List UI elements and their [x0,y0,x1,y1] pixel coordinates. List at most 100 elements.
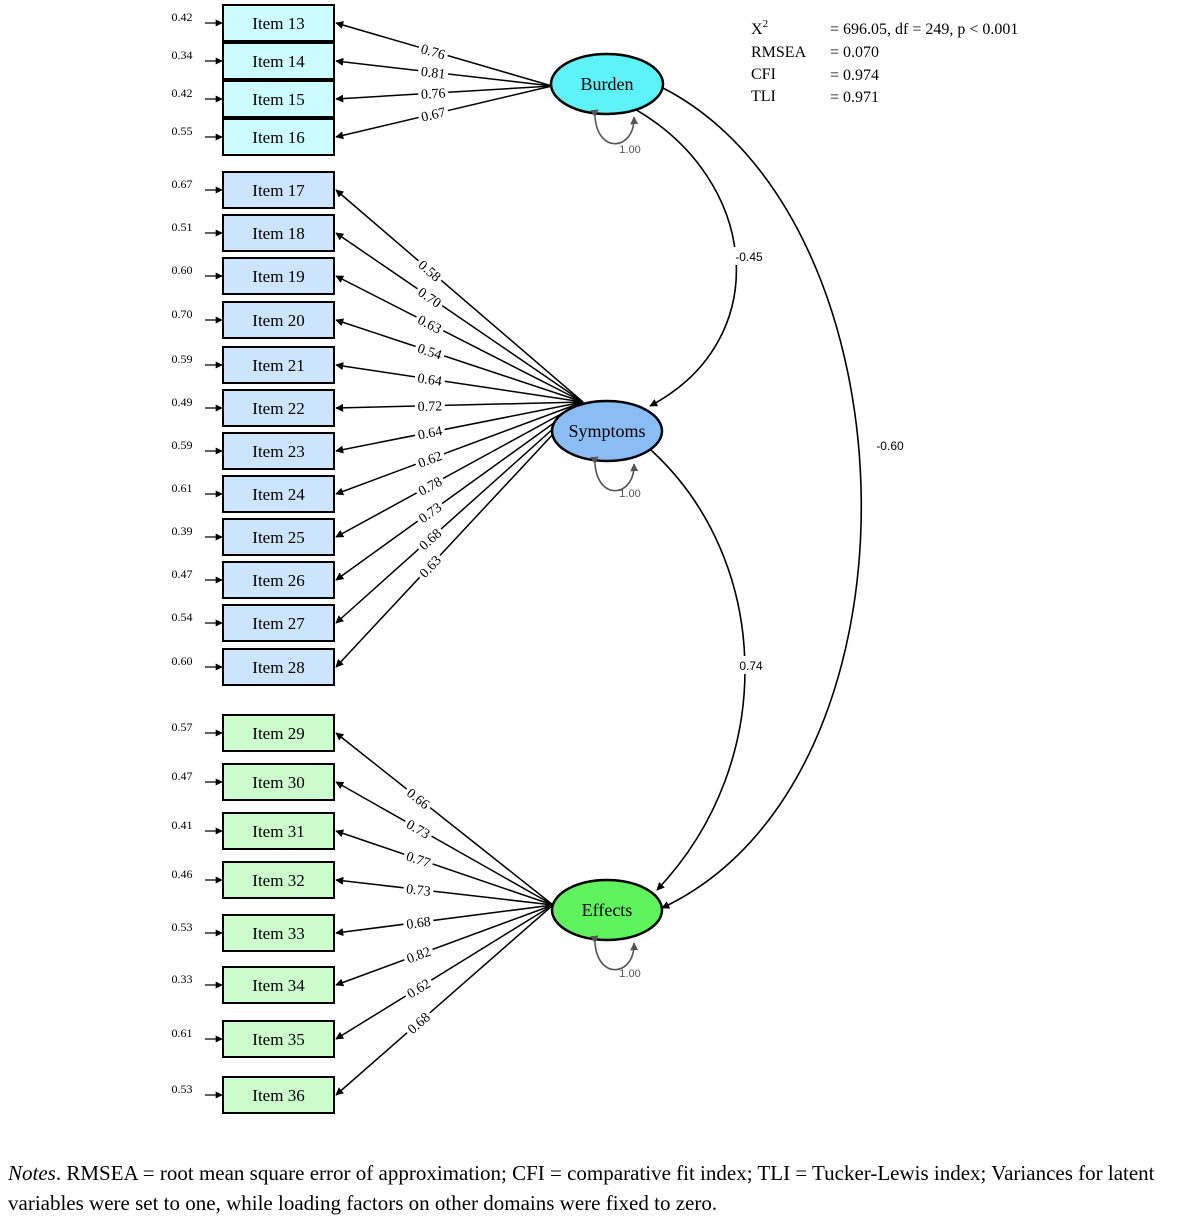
error-variance-label: 0.61 [172,481,193,495]
item-label: Item 33 [252,924,304,943]
variance-arc-symptoms [590,456,639,492]
item-item-33: 0.53 Item 33 [172,914,335,952]
error-variance-label: 0.67 [172,177,193,191]
item-item-21: 0.59 Item 21 [172,346,335,384]
covariance-arc-burden-effects [654,81,863,909]
fit-rmsea-value: = 0.070 [830,44,879,61]
error-variance-label: 0.61 [172,1026,193,1040]
item-box [222,648,335,686]
loading-label-group: 0.73 [402,879,435,900]
item-box [222,763,335,801]
item-label: Item 27 [252,614,305,633]
loading-label-group: 0.62 [401,973,435,1002]
loading-arrow [335,401,584,412]
loading-arrow [335,904,554,937]
variance-label-effects: 1.00 [619,968,640,980]
loading-label: 0.68 [406,915,432,933]
item-label: Item 15 [252,90,304,109]
error-variance-label: 0.42 [172,86,193,100]
loading-label: 0.62 [416,449,444,472]
loading-arrow [335,401,584,454]
error-variance-label: 0.55 [172,124,193,138]
covariance-label-burden-symptoms: -0.45 [735,250,763,264]
factor-covariances: -0.45 0.74 -0.60 [624,81,908,909]
item-box [222,42,335,80]
loading-arrow [335,318,584,403]
loading-label-group: 0.77 [402,846,436,872]
loading-label: 0.67 [420,105,447,125]
figure-notes: Notes. RMSEA = root mean square error of… [8,1158,1198,1218]
item-label: Item 34 [252,976,305,995]
error-variance-label: 0.53 [172,920,193,934]
variance-arc-burden [590,109,639,145]
notes-lead: Notes [8,1161,56,1185]
loading-label-group: 0.54 [413,338,447,364]
loading-label-group: 0.62 [413,446,447,472]
error-variance-label: 0.59 [172,352,193,366]
loading-arrow [335,189,584,403]
item-item-25: 0.39 Item 25 [172,518,335,556]
error-variance-label: 0.39 [172,524,193,538]
item-label: Item 21 [252,356,304,375]
loading-label-group: 0.72 [414,397,446,415]
item-label: Item 19 [252,267,304,286]
loading-arrow [335,401,584,624]
item-box [222,518,335,556]
item-label: Item 20 [252,311,304,330]
loading-arrow [335,781,554,906]
fit-rmsea-label: RMSEA [751,44,807,61]
loading-label-group: 0.68 [402,912,435,933]
item-item-16: 0.55 Item 16 [172,118,335,156]
item-label: Item 30 [252,773,304,792]
fit-chi-value: = 696.05, df = 249, p < 0.001 [830,21,1018,38]
loading-arrow [335,876,554,906]
item-box [222,966,335,1004]
item-label: Item 13 [252,14,304,33]
factor-label-symptoms: Symptoms [568,421,645,441]
loading-label-group: 0.66 [402,782,436,814]
covariance-label-symptoms-effects: 0.74 [739,659,763,673]
factor-effects: Effects 1.00 [550,878,664,980]
variance-label-symptoms: 1.00 [619,488,640,500]
item-label: Item 26 [252,571,304,590]
error-variance-label: 0.70 [172,307,193,321]
loading-arrow [335,401,584,496]
loading-label: 0.64 [417,424,444,443]
item-label: Item 16 [252,128,304,147]
fit-statistics: X2 = 696.05, df = 249, p < 0.001 RMSEA =… [751,18,1018,106]
loading-arrow [335,401,584,538]
loading-label-group: 0.78 [412,471,447,499]
item-label: Item 22 [252,399,304,418]
loading-label-group: 0.76 [416,39,450,63]
item-box [222,214,335,252]
item-box [222,80,335,118]
item-box [222,604,335,642]
item-box [222,346,335,384]
loading-label: 0.77 [404,849,432,871]
factor-label-burden: Burden [581,74,634,94]
item-box [222,714,335,752]
loading-arrow [335,232,584,403]
cfa-path-diagram: -0.45 0.74 -0.60 0.760.810.760.670.580.7… [172,4,1018,1114]
loading-label-group: 0.67 [416,102,450,126]
item-box [222,301,335,339]
item-label: Item 25 [252,528,304,547]
loading-label-group: 0.82 [401,941,435,968]
loading-label-group: 0.64 [413,421,446,444]
loading-label: 0.82 [405,945,433,968]
error-variance-label: 0.59 [172,438,193,452]
item-box [222,1076,335,1114]
